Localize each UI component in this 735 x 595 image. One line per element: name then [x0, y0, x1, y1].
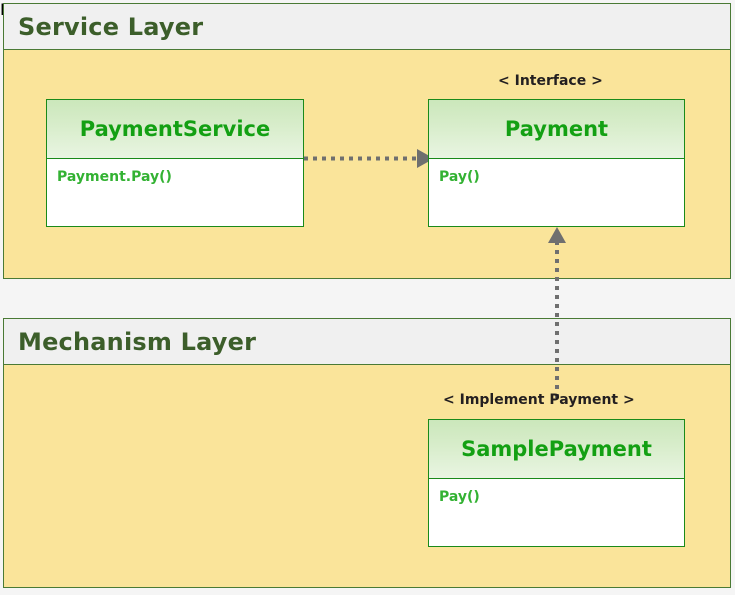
class-name-compartment-payment: Payment	[429, 100, 684, 159]
class-name-compartment-sample-payment: SamplePayment	[429, 420, 684, 479]
class-box-payment[interactable]: Payment Pay()	[428, 99, 685, 227]
stereotype-label-interface: < Interface >	[498, 73, 603, 89]
class-name-compartment-payment-service: PaymentService	[47, 100, 303, 159]
class-box-payment-service[interactable]: PaymentService Payment.Pay()	[46, 99, 304, 227]
class-title-payment-service: PaymentService	[79, 117, 271, 141]
class-box-sample-payment[interactable]: SamplePayment Pay()	[428, 419, 685, 547]
class-title-sample-payment: SamplePayment	[461, 437, 652, 461]
layer-mechanism-title: Mechanism Layer	[18, 327, 257, 356]
class-member-payment-0: Pay()	[439, 169, 480, 185]
arrowhead-filled-triangle-up	[548, 227, 566, 243]
layer-service-title: Service Layer	[18, 12, 204, 41]
class-members-compartment-payment: Pay()	[429, 159, 684, 226]
connector-payment-service-to-payment[interactable]	[300, 146, 434, 172]
stereotype-label-implement-payment: < Implement Payment >	[443, 392, 635, 408]
layer-service-header: Service Layer	[4, 4, 730, 50]
layer-mechanism-header: Mechanism Layer	[4, 319, 730, 365]
class-title-payment: Payment	[504, 117, 609, 141]
arrowhead-filled-triangle-right	[417, 149, 434, 168]
class-member-payment-service-0: Payment.Pay()	[57, 169, 172, 185]
class-members-compartment-sample-payment: Pay()	[429, 479, 684, 546]
connector-sample-payment-to-payment[interactable]	[540, 222, 574, 398]
class-member-sample-payment-0: Pay()	[439, 489, 480, 505]
class-members-compartment-payment-service: Payment.Pay()	[47, 159, 303, 226]
